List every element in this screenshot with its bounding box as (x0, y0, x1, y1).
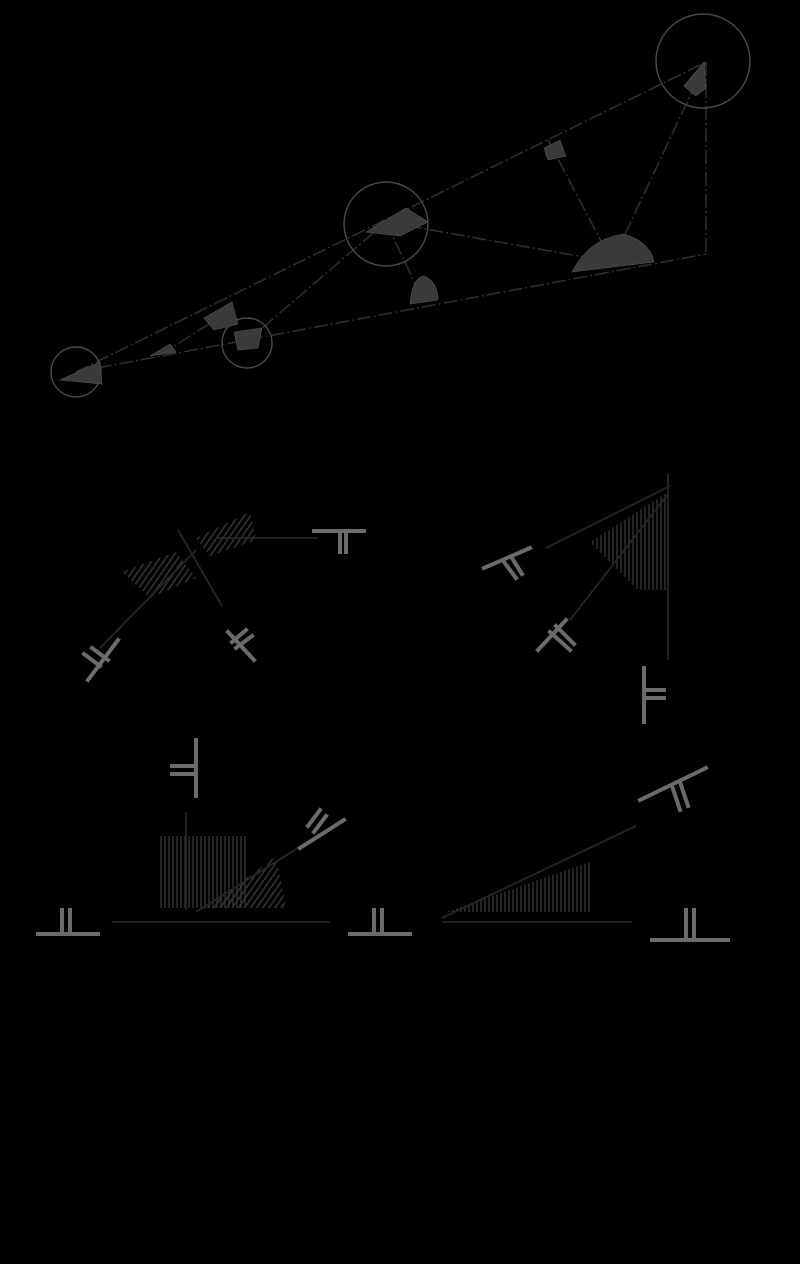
member-lr-diagonal (441, 825, 637, 919)
web-member-6 (611, 61, 707, 263)
angle-section-lr-bottom (650, 908, 730, 942)
angle-section-ur-middle (535, 617, 577, 653)
bottom-chord (75, 253, 707, 373)
angle-section-ul-bottom (225, 627, 257, 663)
gusset-panel-1 (149, 343, 177, 357)
detail-upper-left (81, 512, 366, 683)
joint-circle-lower (221, 317, 273, 369)
gusset-lower-joint (233, 327, 263, 351)
web-member-4 (385, 221, 613, 263)
angle-section-ul-right (312, 529, 366, 554)
hatched-plate-ul-1 (122, 552, 196, 598)
gusset-panel-2 (203, 301, 239, 331)
angle-section-ur-bottom (642, 666, 666, 724)
hatched-plate-ul-2 (196, 512, 256, 556)
angle-section-ul-left (81, 637, 121, 683)
angle-section-ll-top (170, 738, 198, 798)
member-ul-a (177, 529, 223, 607)
joint-circle-apex (655, 13, 751, 109)
gusset-top-web (543, 139, 567, 161)
gusset-bottom-web (409, 275, 439, 305)
angle-section-ll-right (348, 908, 412, 936)
joint-circle-middle (343, 181, 429, 267)
angle-section-ur-left (481, 545, 533, 581)
angle-section-lr-top (637, 765, 709, 813)
detail-upper-right (481, 474, 671, 724)
angle-section-ll-diagonal (297, 807, 347, 851)
member-ul-b (99, 549, 197, 649)
member-ur-a (545, 485, 671, 549)
gusset-bottom-chord-joint (571, 233, 655, 273)
hatched-plate-lr (446, 862, 590, 912)
truss-elevation (50, 13, 751, 398)
member-ur-b (569, 493, 669, 621)
hatched-plate-ll-1 (160, 836, 246, 908)
gusset-apex (683, 61, 707, 97)
hatched-plate-ur (590, 492, 668, 590)
angle-section-ll-left (36, 908, 100, 936)
web-member-2 (245, 221, 387, 343)
top-chord (75, 61, 707, 373)
detail-lower-left (36, 738, 412, 936)
detail-lower-right (441, 765, 730, 942)
gusset-support (58, 361, 103, 385)
gusset-middle-joint (365, 207, 429, 237)
